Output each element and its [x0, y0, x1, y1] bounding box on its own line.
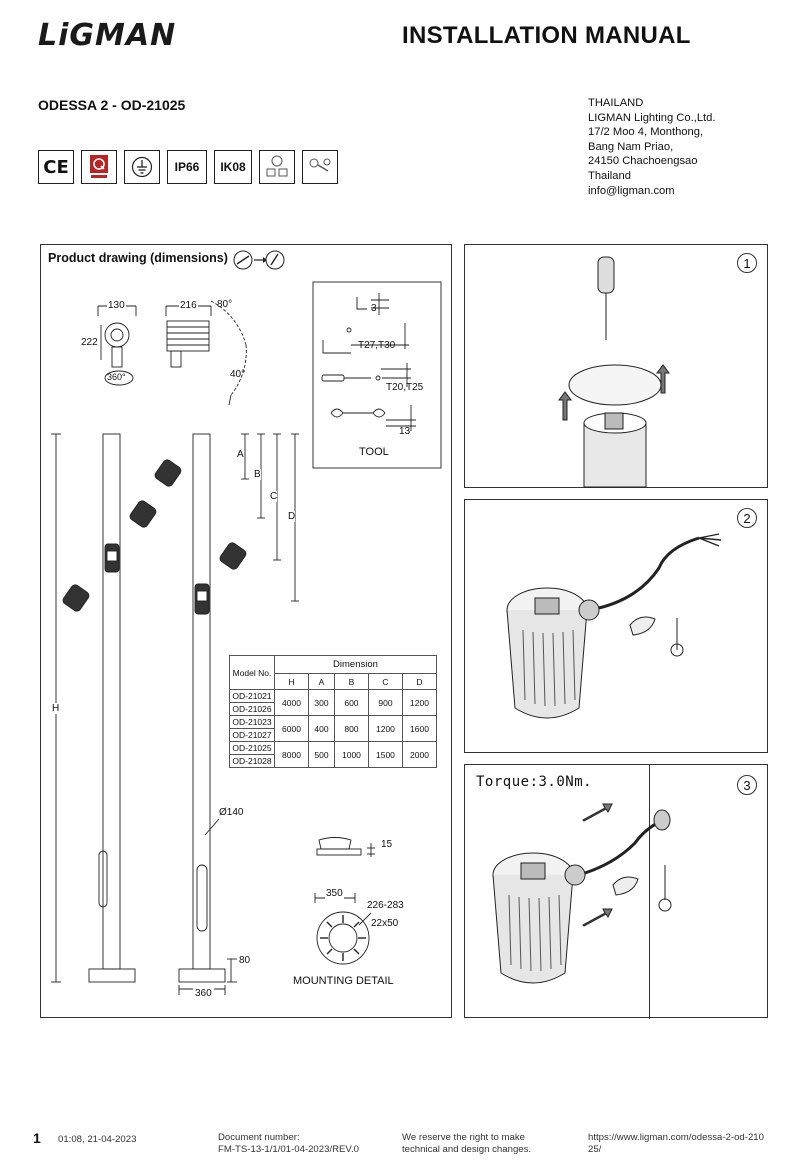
col-header: B	[333, 673, 369, 690]
value-cell: 1200	[401, 689, 438, 716]
value-cell: 8000	[273, 741, 310, 768]
dim-angle-80: 80°	[217, 299, 233, 310]
dim-base-80: 80	[239, 955, 251, 966]
step-3-panel: Torque:3.0Nm. 3	[464, 764, 768, 1019]
dim-22x50: 22x50	[371, 918, 399, 929]
dim-base-360: 360	[193, 988, 214, 999]
drawing-title: Product drawing (dimensions)	[48, 251, 228, 265]
dim-350: 350	[325, 888, 344, 899]
adjustable-symbol-icon	[302, 150, 338, 184]
value-cell: 600	[333, 689, 369, 716]
col-header: H	[273, 673, 310, 690]
dim-H: H	[52, 703, 60, 714]
model-cell: OD-21028	[229, 754, 275, 768]
certification-badges: CE IP66 IK08	[38, 150, 338, 184]
mounting-detail-label: MOUNTING DETAIL	[293, 975, 394, 987]
value-cell: 1500	[367, 741, 403, 768]
dim-C: C	[270, 491, 278, 502]
dim-226-283: 226-283	[367, 900, 404, 911]
model-cell: OD-21026	[229, 702, 275, 716]
tilt-adjust-icon	[233, 250, 285, 270]
dim-130: 130	[107, 300, 126, 311]
dim-222: 222	[81, 337, 98, 348]
dim-rotation-360: 360°	[107, 372, 126, 382]
ce-mark-icon: CE	[38, 150, 74, 184]
dim-15: 15	[381, 839, 393, 850]
step-1-illustration	[558, 256, 670, 488]
quality-mark-icon	[81, 150, 117, 184]
col-header: A	[308, 673, 335, 690]
reserve-notice: We reserve the right to make technical a…	[402, 1132, 531, 1155]
value-cell: 300	[308, 689, 335, 716]
url-line[interactable]: https://www.ligman.com/odessa-2-od-210	[588, 1132, 764, 1143]
ik08-badge: IK08	[214, 150, 252, 184]
address-line: LIGMAN Lighting Co.,Ltd.	[588, 111, 716, 124]
email-link[interactable]: info@ligman.com	[588, 184, 675, 197]
dim-angle-40: 40°	[230, 369, 246, 380]
step-3-number: 3	[737, 775, 757, 795]
address-line: 24150 Chachoengsao	[588, 155, 698, 168]
brand-logo: LiGMAN	[38, 18, 177, 53]
print-date: 01:08, 21-04-2023	[58, 1134, 137, 1145]
page-number: 1	[33, 1130, 41, 1146]
step-1-panel: 1	[464, 244, 768, 488]
dim-B: B	[254, 469, 261, 480]
product-url[interactable]: https://www.ligman.com/odessa-2-od-210 2…	[588, 1132, 764, 1155]
tool-wrench-13: 13	[399, 426, 411, 437]
value-cell: 500	[308, 741, 335, 768]
address-line: Bang Nam Priao,	[588, 140, 674, 153]
product-drawing-panel: Product drawing (dimensions)	[40, 244, 452, 1018]
model-cell: OD-21021	[229, 689, 275, 703]
docnum-label: Document number:	[218, 1132, 300, 1143]
ip66-badge: IP66	[167, 150, 207, 184]
step-2-illustration	[506, 533, 722, 719]
col-header: D	[401, 673, 438, 690]
document-title: INSTALLATION MANUAL	[402, 22, 691, 49]
ground-symbol-icon	[124, 150, 160, 184]
dim-216: 216	[179, 300, 198, 311]
tool-label: TOOL	[359, 446, 389, 458]
step-2-number: 2	[737, 508, 757, 528]
value-cell: 400	[308, 715, 335, 742]
panel-divider	[649, 765, 650, 1019]
value-cell: 1600	[401, 715, 438, 742]
dim-A: A	[237, 449, 244, 460]
dim-diameter: Ø140	[219, 807, 244, 818]
tool-torx-27: T27,T30	[358, 340, 396, 351]
dimension-table: Model No. Dimension H A B C D OD-21021 4…	[229, 655, 438, 768]
col-header: C	[367, 673, 403, 690]
tool-torx-20: T20,T25	[386, 382, 424, 393]
document-number: Document number: FM-TS-13-1/1/01-04-2023…	[218, 1132, 359, 1155]
value-cell: 800	[333, 715, 369, 742]
driver-symbol-icon	[259, 150, 295, 184]
tool-hex-3: 3	[371, 303, 377, 314]
value-cell: 6000	[273, 715, 310, 742]
dimension-header: Dimension	[274, 655, 437, 674]
company-address: THAILAND LIGMAN Lighting Co.,Ltd. 17/2 M…	[588, 96, 715, 198]
reserve-line: We reserve the right to make	[402, 1132, 525, 1143]
step-2-panel: 2	[464, 499, 768, 753]
step-1-number: 1	[737, 253, 757, 273]
dimension-drawing	[51, 281, 442, 995]
dim-D: D	[288, 511, 296, 522]
address-line: 17/2 Moo 4, Monthong,	[588, 126, 704, 139]
model-cell: OD-21023	[229, 715, 275, 729]
step-3-illustration	[492, 803, 672, 984]
model-header: Model No.	[229, 655, 275, 690]
docnum-value: FM-TS-13-1/1/01-04-2023/REV.0	[218, 1143, 359, 1155]
value-cell: 1200	[367, 715, 403, 742]
reserve-line: technical and design changes.	[402, 1143, 532, 1155]
value-cell: 4000	[273, 689, 310, 716]
product-title: ODESSA 2 - OD-21025	[38, 97, 186, 113]
value-cell: 900	[367, 689, 403, 716]
value-cell: 2000	[401, 741, 438, 768]
url-line[interactable]: 25/	[588, 1143, 602, 1155]
value-cell: 1000	[333, 741, 369, 768]
address-line: THAILAND	[588, 97, 644, 109]
torque-label: Torque:3.0Nm.	[476, 774, 593, 790]
model-cell: OD-21025	[229, 741, 275, 755]
address-line: Thailand	[588, 169, 631, 182]
model-cell: OD-21027	[229, 728, 275, 742]
